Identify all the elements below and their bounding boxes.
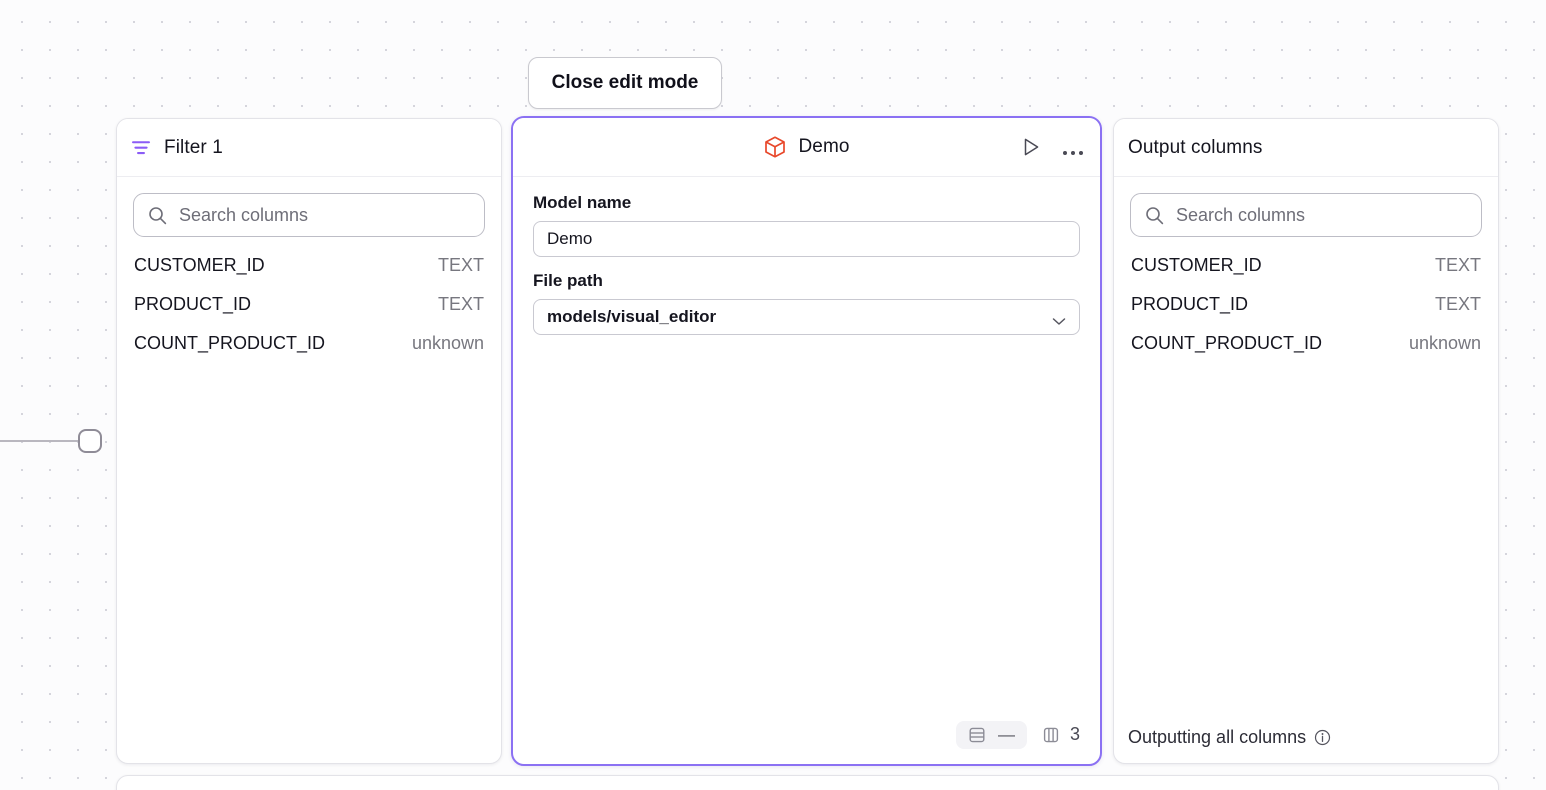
output-column-list: CUSTOMER_ID TEXT PRODUCT_ID TEXT COUNT_P… — [1114, 237, 1498, 370]
connector-handle[interactable] — [78, 429, 102, 453]
list-item[interactable]: CUSTOMER_ID TEXT — [133, 253, 485, 292]
column-name: PRODUCT_ID — [134, 294, 252, 314]
field-spacer — [533, 257, 1080, 271]
filter-node-panel[interactable]: Filter 1 CUSTOMER_ID TEXT PRODUCT_ID TEX… — [116, 118, 502, 764]
column-name: CUSTOMER_ID — [134, 255, 265, 275]
output-footer-text: Outputting all columns — [1128, 726, 1307, 747]
output-panel-header: Output columns — [1114, 119, 1498, 177]
close-edit-mode-button[interactable]: Close edit mode — [528, 57, 722, 109]
output-search-wrapper — [1114, 177, 1498, 237]
list-item[interactable]: COUNT_PRODUCT_ID unknown — [133, 331, 485, 370]
play-icon — [1020, 136, 1042, 158]
columns-icon — [1042, 726, 1060, 744]
filter-column-list: CUSTOMER_ID TEXT PRODUCT_ID TEXT COUNT_P… — [117, 237, 501, 370]
demo-footer-toolbar: — 3 — [955, 719, 1086, 750]
list-item[interactable]: PRODUCT_ID TEXT — [133, 292, 485, 331]
output-footer: Outputting all columns — [1114, 711, 1498, 763]
output-columns-panel[interactable]: Output columns CUSTOMER_ID TEXT PRODUCT_… — [1113, 118, 1499, 764]
column-type: TEXT — [1434, 294, 1481, 314]
column-name: COUNT_PRODUCT_ID — [1131, 333, 1323, 353]
row-count-chip[interactable]: — — [955, 720, 1027, 749]
demo-header-actions — [1018, 134, 1086, 160]
search-icon — [148, 206, 167, 225]
list-item[interactable]: CUSTOMER_ID TEXT — [1130, 253, 1482, 292]
column-name: CUSTOMER_ID — [1131, 255, 1262, 275]
info-icon[interactable] — [1314, 729, 1331, 746]
filter-search-box[interactable] — [133, 193, 485, 237]
filter-panel-header: Filter 1 — [117, 119, 501, 177]
row-count-value: — — [997, 725, 1015, 744]
page-title: Demo — [798, 136, 850, 157]
file-path-select[interactable]: models/visual_editor — [533, 299, 1080, 335]
filter-search-wrapper — [117, 177, 501, 237]
filter-search-input[interactable] — [179, 204, 470, 226]
filter-icon — [131, 138, 151, 158]
rows-icon — [968, 726, 986, 744]
output-panel-title: Output columns — [1128, 136, 1263, 158]
file-path-label: File path — [533, 271, 603, 290]
chevron-down-icon — [1052, 313, 1066, 325]
output-search-input[interactable] — [1176, 204, 1467, 226]
column-name: PRODUCT_ID — [1131, 294, 1249, 314]
column-count-value: 3 — [1069, 724, 1080, 744]
more-options-icon[interactable] — [1060, 142, 1086, 155]
output-search-box[interactable] — [1130, 193, 1482, 237]
demo-title-group: Demo — [763, 135, 849, 159]
column-type: TEXT — [1434, 255, 1481, 275]
demo-panel-body: Model name File path models/visual_edito… — [513, 177, 1100, 764]
ellipsis-icon — [1062, 144, 1084, 155]
column-type: TEXT — [437, 294, 484, 314]
column-type: unknown — [411, 333, 484, 353]
connector-edge — [0, 440, 83, 442]
list-item[interactable]: PRODUCT_ID TEXT — [1130, 292, 1482, 331]
model-name-label: Model name — [533, 193, 632, 212]
demo-panel-header: Demo — [513, 118, 1100, 177]
file-path-value: models/visual_editor — [547, 307, 717, 326]
search-icon — [1145, 206, 1164, 225]
list-item[interactable]: COUNT_PRODUCT_ID unknown — [1130, 331, 1482, 370]
column-type: unknown — [1408, 333, 1481, 353]
bottom-node-panel[interactable] — [116, 775, 1499, 790]
column-name: COUNT_PRODUCT_ID — [134, 333, 326, 353]
cube-icon — [763, 135, 787, 159]
column-type: TEXT — [437, 255, 484, 275]
demo-model-panel[interactable]: Demo Model nam — [511, 116, 1102, 766]
run-button[interactable] — [1018, 134, 1044, 160]
column-count-group[interactable]: 3 — [1036, 719, 1086, 750]
model-name-input[interactable] — [533, 221, 1080, 257]
filter-panel-title: Filter 1 — [164, 136, 223, 158]
